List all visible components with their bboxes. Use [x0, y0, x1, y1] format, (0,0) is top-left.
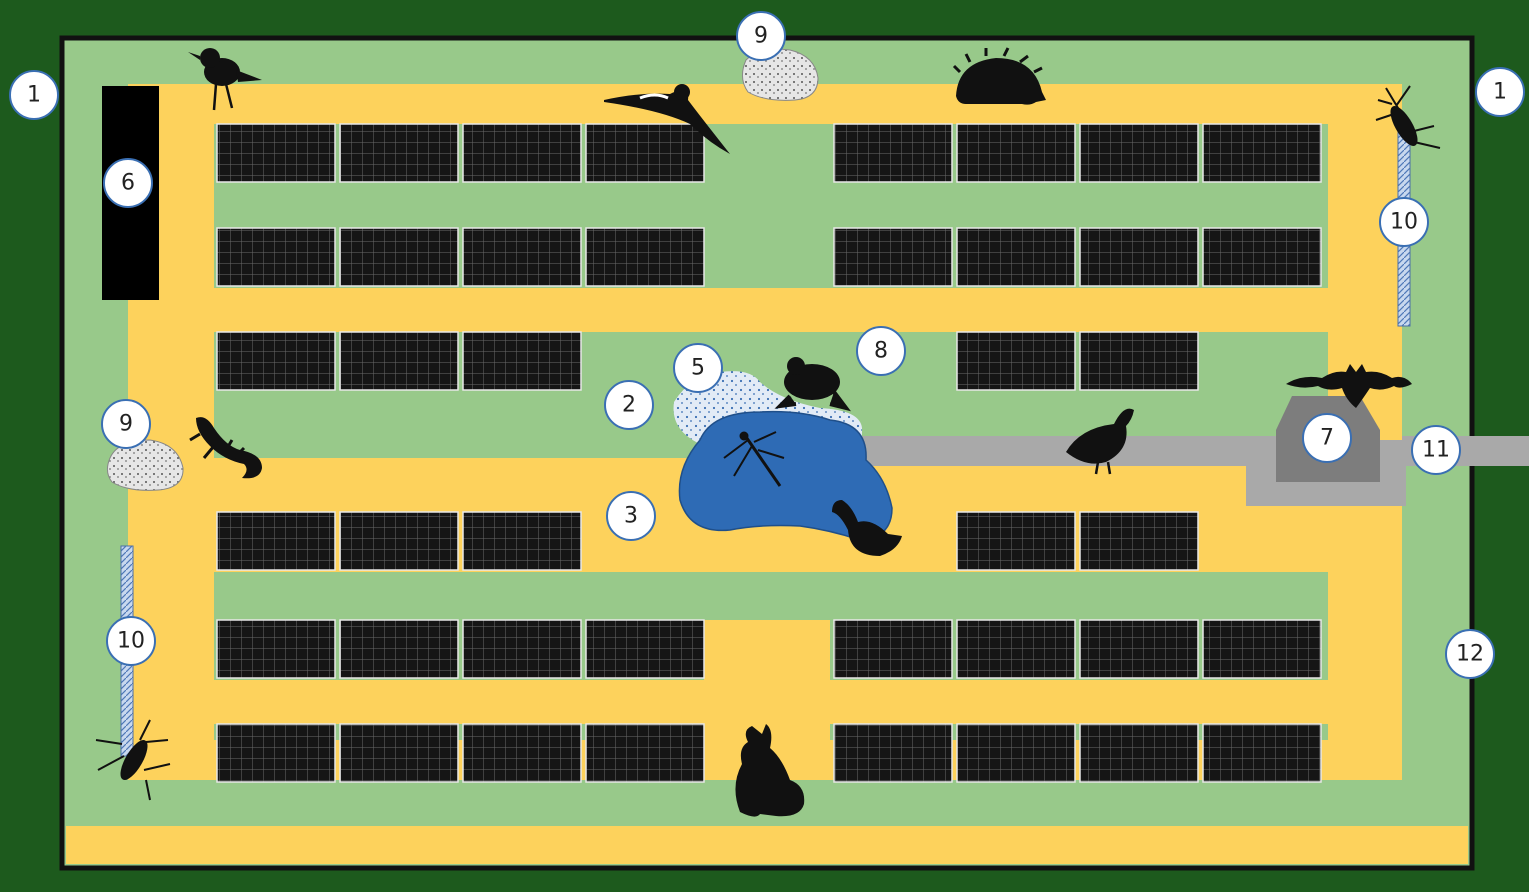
- callout-label: 3: [624, 504, 638, 529]
- beetle-icon: [95, 719, 171, 801]
- callout-9-top: 9: [736, 11, 786, 61]
- solar-panel-module: [462, 723, 582, 783]
- callout-label: 12: [1456, 642, 1484, 667]
- callout-8: 8: [856, 326, 906, 376]
- solar-panel-module: [1079, 227, 1199, 287]
- solar-panel-module: [216, 619, 336, 679]
- solar-panel-module: [956, 511, 1076, 571]
- solar-panel-module: [833, 723, 953, 783]
- callout-label: 9: [754, 24, 768, 49]
- hedgehog-icon: [952, 47, 1046, 105]
- solar-panel-module: [585, 227, 705, 287]
- callout-12: 12: [1445, 629, 1495, 679]
- callout-label: 1: [27, 83, 41, 108]
- solar-panel-module: [956, 619, 1076, 679]
- callout-6: 6: [103, 158, 153, 208]
- callout-label: 2: [622, 393, 636, 418]
- solar-panel-module: [1079, 123, 1199, 183]
- solar-panel-module: [216, 123, 336, 183]
- solar-panel-module: [339, 123, 459, 183]
- callout-10-left: 10: [106, 616, 156, 666]
- callout-11: 11: [1411, 425, 1461, 475]
- partridge-icon: [1066, 408, 1134, 475]
- solar-panel-module: [339, 723, 459, 783]
- callout-10-right: 10: [1379, 197, 1429, 247]
- solar-panel-module: [1079, 331, 1199, 391]
- duck-icon: [832, 500, 902, 556]
- solar-panel-module: [462, 331, 582, 391]
- solar-panel-module: [1202, 227, 1322, 287]
- callout-label: 7: [1320, 426, 1334, 451]
- solar-panel-module: [1079, 511, 1199, 571]
- callout-label: 6: [121, 171, 135, 196]
- solar-panel-module: [833, 123, 953, 183]
- solar-panel-module: [1202, 723, 1322, 783]
- callout-3: 3: [606, 491, 656, 541]
- solar-panel-module: [462, 227, 582, 287]
- solar-panel-module: [216, 511, 336, 571]
- callout-5: 5: [673, 343, 723, 393]
- callout-7: 7: [1302, 413, 1352, 463]
- solar-panel-module: [1079, 619, 1199, 679]
- solar-panel-module: [585, 123, 705, 183]
- solar-panel-module: [339, 227, 459, 287]
- solar-panel-module: [956, 123, 1076, 183]
- gravel-pile-top: [742, 48, 819, 101]
- callout-label: 9: [119, 412, 133, 437]
- callout-label: 10: [117, 629, 145, 654]
- dragonfly-icon: [723, 431, 785, 487]
- solar-panel-rows: [216, 123, 1322, 783]
- solar-panel-module: [339, 511, 459, 571]
- solar-panel-module: [339, 331, 459, 391]
- callouts: 1 1 2 3 5 6 7 8: [9, 11, 1525, 679]
- solar-panel-module: [956, 331, 1076, 391]
- blackbird-icon: [188, 48, 262, 111]
- callout-label: 5: [691, 356, 705, 381]
- hare-icon: [735, 724, 805, 817]
- callout-1-right: 1: [1475, 67, 1525, 117]
- solar-panel-module: [585, 723, 705, 783]
- solar-panel-module: [339, 619, 459, 679]
- magpie-icon: [604, 84, 730, 154]
- frog-icon: [774, 357, 851, 412]
- solar-panel-module: [1202, 619, 1322, 679]
- solar-panel-module: [833, 619, 953, 679]
- solar-panel-module: [956, 227, 1076, 287]
- callout-label: 8: [874, 339, 888, 364]
- callout-label: 10: [1390, 210, 1418, 235]
- solar-panel-module: [462, 511, 582, 571]
- callout-2: 2: [604, 380, 654, 430]
- solar-panel-module: [1202, 123, 1322, 183]
- callout-1-left: 1: [9, 70, 59, 120]
- solar-panel-module: [216, 331, 336, 391]
- callout-label: 11: [1422, 438, 1450, 463]
- solar-panel-module: [216, 227, 336, 287]
- beetle-icon: [1375, 85, 1441, 149]
- solar-panel-module: [833, 227, 953, 287]
- callout-label: 1: [1493, 80, 1507, 105]
- solar-panel-module: [462, 123, 582, 183]
- bat-icon: [1286, 364, 1412, 408]
- solar-panel-module: [216, 723, 336, 783]
- solar-panel-module: [956, 723, 1076, 783]
- solar-panel-module: [1079, 723, 1199, 783]
- solar-panel-module: [585, 619, 705, 679]
- callout-9-left: 9: [101, 399, 151, 449]
- lizard-icon: [189, 417, 262, 479]
- solar-panel-module: [462, 619, 582, 679]
